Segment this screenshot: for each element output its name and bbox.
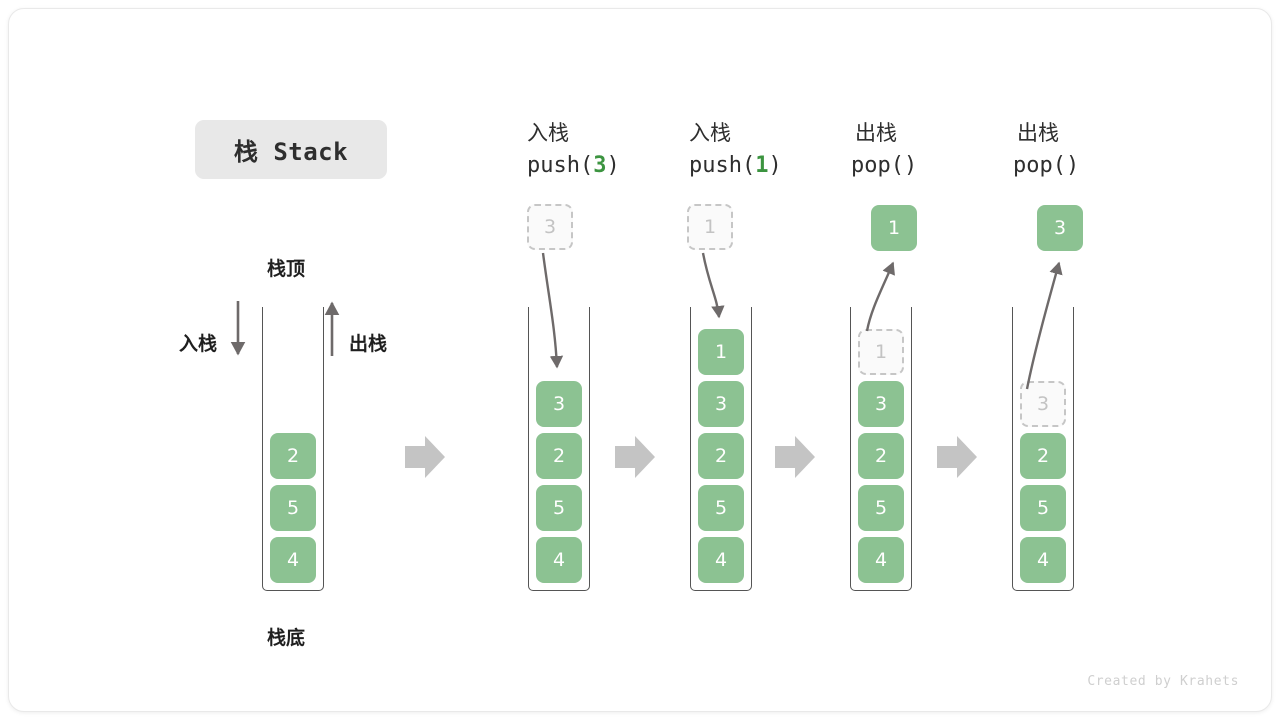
step-arrow-icon	[775, 436, 815, 478]
step-arrow-icon	[615, 436, 655, 478]
col-0-cell: 5	[536, 485, 582, 531]
col-1-cell: 1	[698, 329, 744, 375]
col-0-cell: 3	[536, 381, 582, 427]
col-3-cell: 5	[1020, 485, 1066, 531]
col-1-floating-cell: 1	[687, 204, 733, 250]
col-1-cell: 2	[698, 433, 744, 479]
col-1-code-arg: 1	[755, 153, 769, 178]
col-3-stack-container	[1012, 307, 1074, 591]
page-title: 栈 Stack	[195, 120, 387, 179]
col-1-code-suffix: )	[768, 153, 782, 178]
footer-credit: Created by Krahets	[1087, 674, 1239, 689]
col-3-title: 出栈	[1017, 121, 1059, 145]
stack-bottom-label: 栈底	[267, 627, 306, 649]
col-1-code-prefix: push(	[689, 153, 756, 178]
col-3-cell: 4	[1020, 537, 1066, 583]
left-stack-cell: 5	[270, 485, 316, 531]
left-stack-cell: 4	[270, 537, 316, 583]
arrow-overlay	[230, 252, 1063, 478]
col-3-floating-cell: 3	[1037, 205, 1083, 251]
left-stack-cell: 2	[270, 433, 316, 479]
col-2-cell: 5	[858, 485, 904, 531]
col-3-code-prefix: pop(	[1013, 153, 1066, 178]
col-2-code-prefix: pop(	[851, 153, 904, 178]
col-2-cell: 1	[858, 329, 904, 375]
left-pop-label: 出栈	[349, 333, 388, 355]
col-2-code-suffix: )	[903, 153, 918, 178]
col-2-title: 出栈	[855, 121, 897, 145]
step-arrow-icon	[405, 436, 445, 478]
col-0-title: 入栈	[527, 121, 569, 145]
diagram-card: 栈 Stack 栈顶 栈底 入栈 出栈 2 5 4 入栈 push(3) 3 3…	[8, 8, 1272, 712]
col-0-code-arg: 3	[593, 153, 607, 178]
col-1-cell: 3	[698, 381, 744, 427]
col-2-cell: 4	[858, 537, 904, 583]
col-0-code-suffix: )	[606, 153, 620, 178]
col-3-code: pop()	[1013, 153, 1079, 178]
col-2-floating-cell: 1	[871, 205, 917, 251]
col-1-stack-container	[690, 307, 752, 591]
step-arrow-icon	[937, 436, 977, 478]
left-push-label: 入栈	[179, 333, 218, 355]
stack-top-label: 栈顶	[267, 258, 306, 280]
col-3-code-suffix: )	[1065, 153, 1080, 178]
col-2-cell: 2	[858, 433, 904, 479]
col-3-cell: 3	[1020, 381, 1066, 427]
col-2-stack-container	[850, 307, 912, 591]
col-2-code: pop()	[851, 153, 917, 178]
col-0-cell: 2	[536, 433, 582, 479]
diagram-stage: 栈 Stack 栈顶 栈底 入栈 出栈 2 5 4 入栈 push(3) 3 3…	[9, 9, 1271, 711]
col-0-cell: 4	[536, 537, 582, 583]
col-0-code: push(3)	[527, 153, 620, 178]
col-1-cell: 5	[698, 485, 744, 531]
col-0-floating-cell: 3	[527, 204, 573, 250]
col-2-cell: 3	[858, 381, 904, 427]
col-1-cell: 4	[698, 537, 744, 583]
col-3-cell: 2	[1020, 433, 1066, 479]
col-1-title: 入栈	[689, 121, 731, 145]
col-0-code-prefix: push(	[527, 153, 594, 178]
col-1-code: push(1)	[689, 153, 782, 178]
col-0-stack-container	[528, 307, 590, 591]
left-stack-container	[262, 307, 324, 591]
